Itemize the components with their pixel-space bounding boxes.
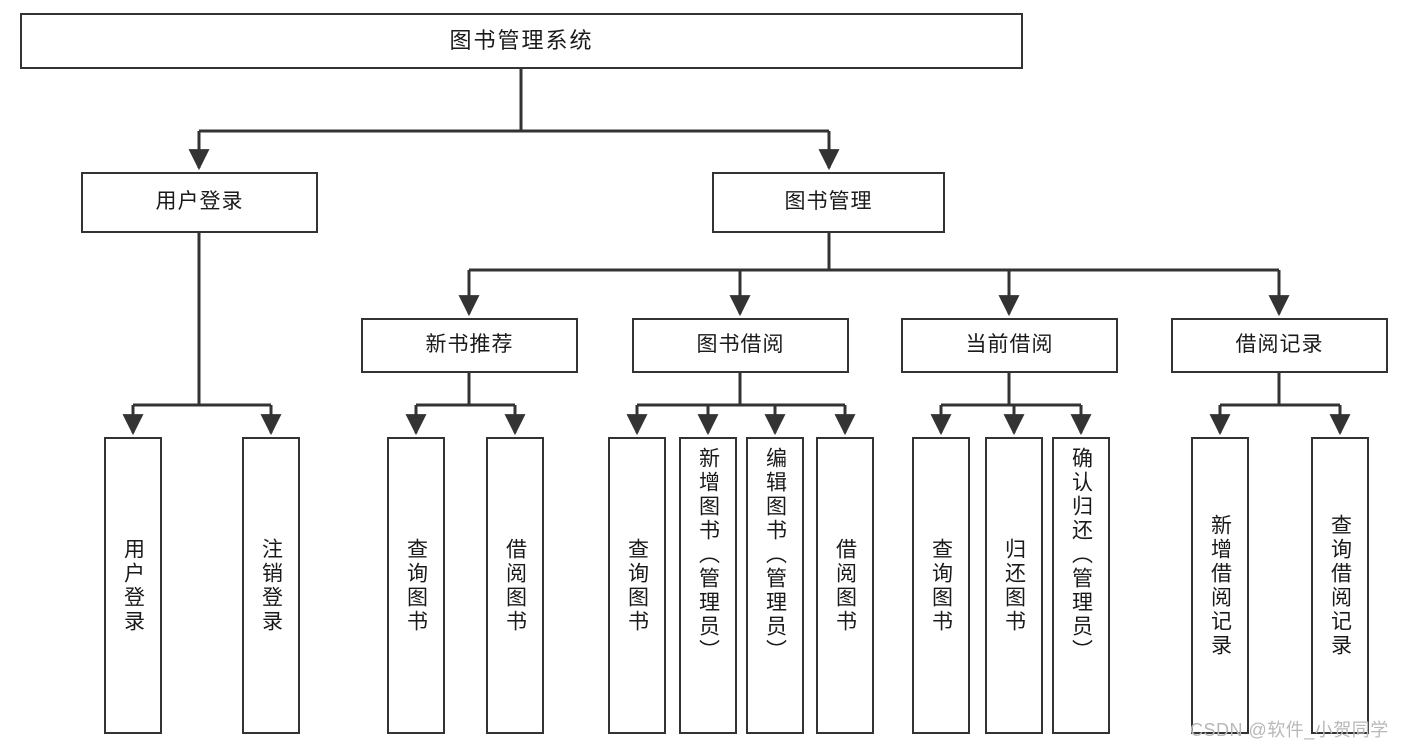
node-borrow-record[interactable]: 借阅记录 <box>1171 318 1388 373</box>
node-leaf-return-book-label: 归还图书 <box>1002 537 1026 634</box>
node-leaf-add-borrow-record-label: 新增借阅记录 <box>1208 513 1232 658</box>
node-new-book-recommend-label: 新书推荐 <box>425 333 514 357</box>
node-leaf-query-borrow-record-label: 查询借阅记录 <box>1328 513 1352 658</box>
node-current-borrow-label: 当前借阅 <box>965 333 1054 357</box>
node-leaf-borrow-book-1-label: 借阅图书 <box>503 537 527 634</box>
node-leaf-query-book-3-label: 查询图书 <box>929 537 953 634</box>
node-leaf-query-book-1[interactable]: 查询图书 <box>387 437 445 734</box>
node-current-borrow[interactable]: 当前借阅 <box>901 318 1118 373</box>
node-root-label: 图书管理系统 <box>449 28 594 54</box>
node-leaf-borrow-book-1[interactable]: 借阅图书 <box>486 437 544 734</box>
node-leaf-user-login[interactable]: 用户登录 <box>104 437 162 734</box>
node-leaf-user-login-label: 用户登录 <box>121 537 145 634</box>
node-leaf-confirm-return-admin[interactable]: 确认归还（管理员） <box>1052 437 1110 734</box>
node-leaf-add-borrow-record[interactable]: 新增借阅记录 <box>1191 437 1249 734</box>
node-leaf-query-book-1-label: 查询图书 <box>404 537 428 634</box>
node-leaf-add-book-admin-label: 新增图书（管理员） <box>696 447 720 663</box>
node-leaf-query-book-2[interactable]: 查询图书 <box>608 437 666 734</box>
node-leaf-query-book-2-label: 查询图书 <box>625 537 649 634</box>
node-book-borrow-label: 图书借阅 <box>696 333 785 357</box>
watermark: CSDN @软件_小贺同学 <box>1190 720 1389 740</box>
node-book-management[interactable]: 图书管理 <box>712 172 945 233</box>
node-leaf-borrow-book-2-label: 借阅图书 <box>833 537 857 634</box>
node-leaf-logout[interactable]: 注销登录 <box>242 437 300 734</box>
node-leaf-borrow-book-2[interactable]: 借阅图书 <box>816 437 874 734</box>
node-leaf-return-book[interactable]: 归还图书 <box>985 437 1043 734</box>
node-leaf-edit-book-admin[interactable]: 编辑图书（管理员） <box>746 437 804 734</box>
node-user-login-label: 用户登录 <box>155 190 244 214</box>
node-user-login[interactable]: 用户登录 <box>81 172 318 233</box>
node-leaf-logout-label: 注销登录 <box>259 537 283 634</box>
node-book-management-label: 图书管理 <box>784 190 873 214</box>
node-root[interactable]: 图书管理系统 <box>20 13 1023 69</box>
node-leaf-query-borrow-record[interactable]: 查询借阅记录 <box>1311 437 1369 734</box>
node-new-book-recommend[interactable]: 新书推荐 <box>361 318 578 373</box>
node-leaf-add-book-admin[interactable]: 新增图书（管理员） <box>679 437 737 734</box>
node-leaf-confirm-return-admin-label: 确认归还（管理员） <box>1069 447 1093 663</box>
node-leaf-edit-book-admin-label: 编辑图书（管理员） <box>763 447 787 663</box>
node-borrow-record-label: 借阅记录 <box>1235 333 1324 357</box>
node-leaf-query-book-3[interactable]: 查询图书 <box>912 437 970 734</box>
node-book-borrow[interactable]: 图书借阅 <box>632 318 849 373</box>
